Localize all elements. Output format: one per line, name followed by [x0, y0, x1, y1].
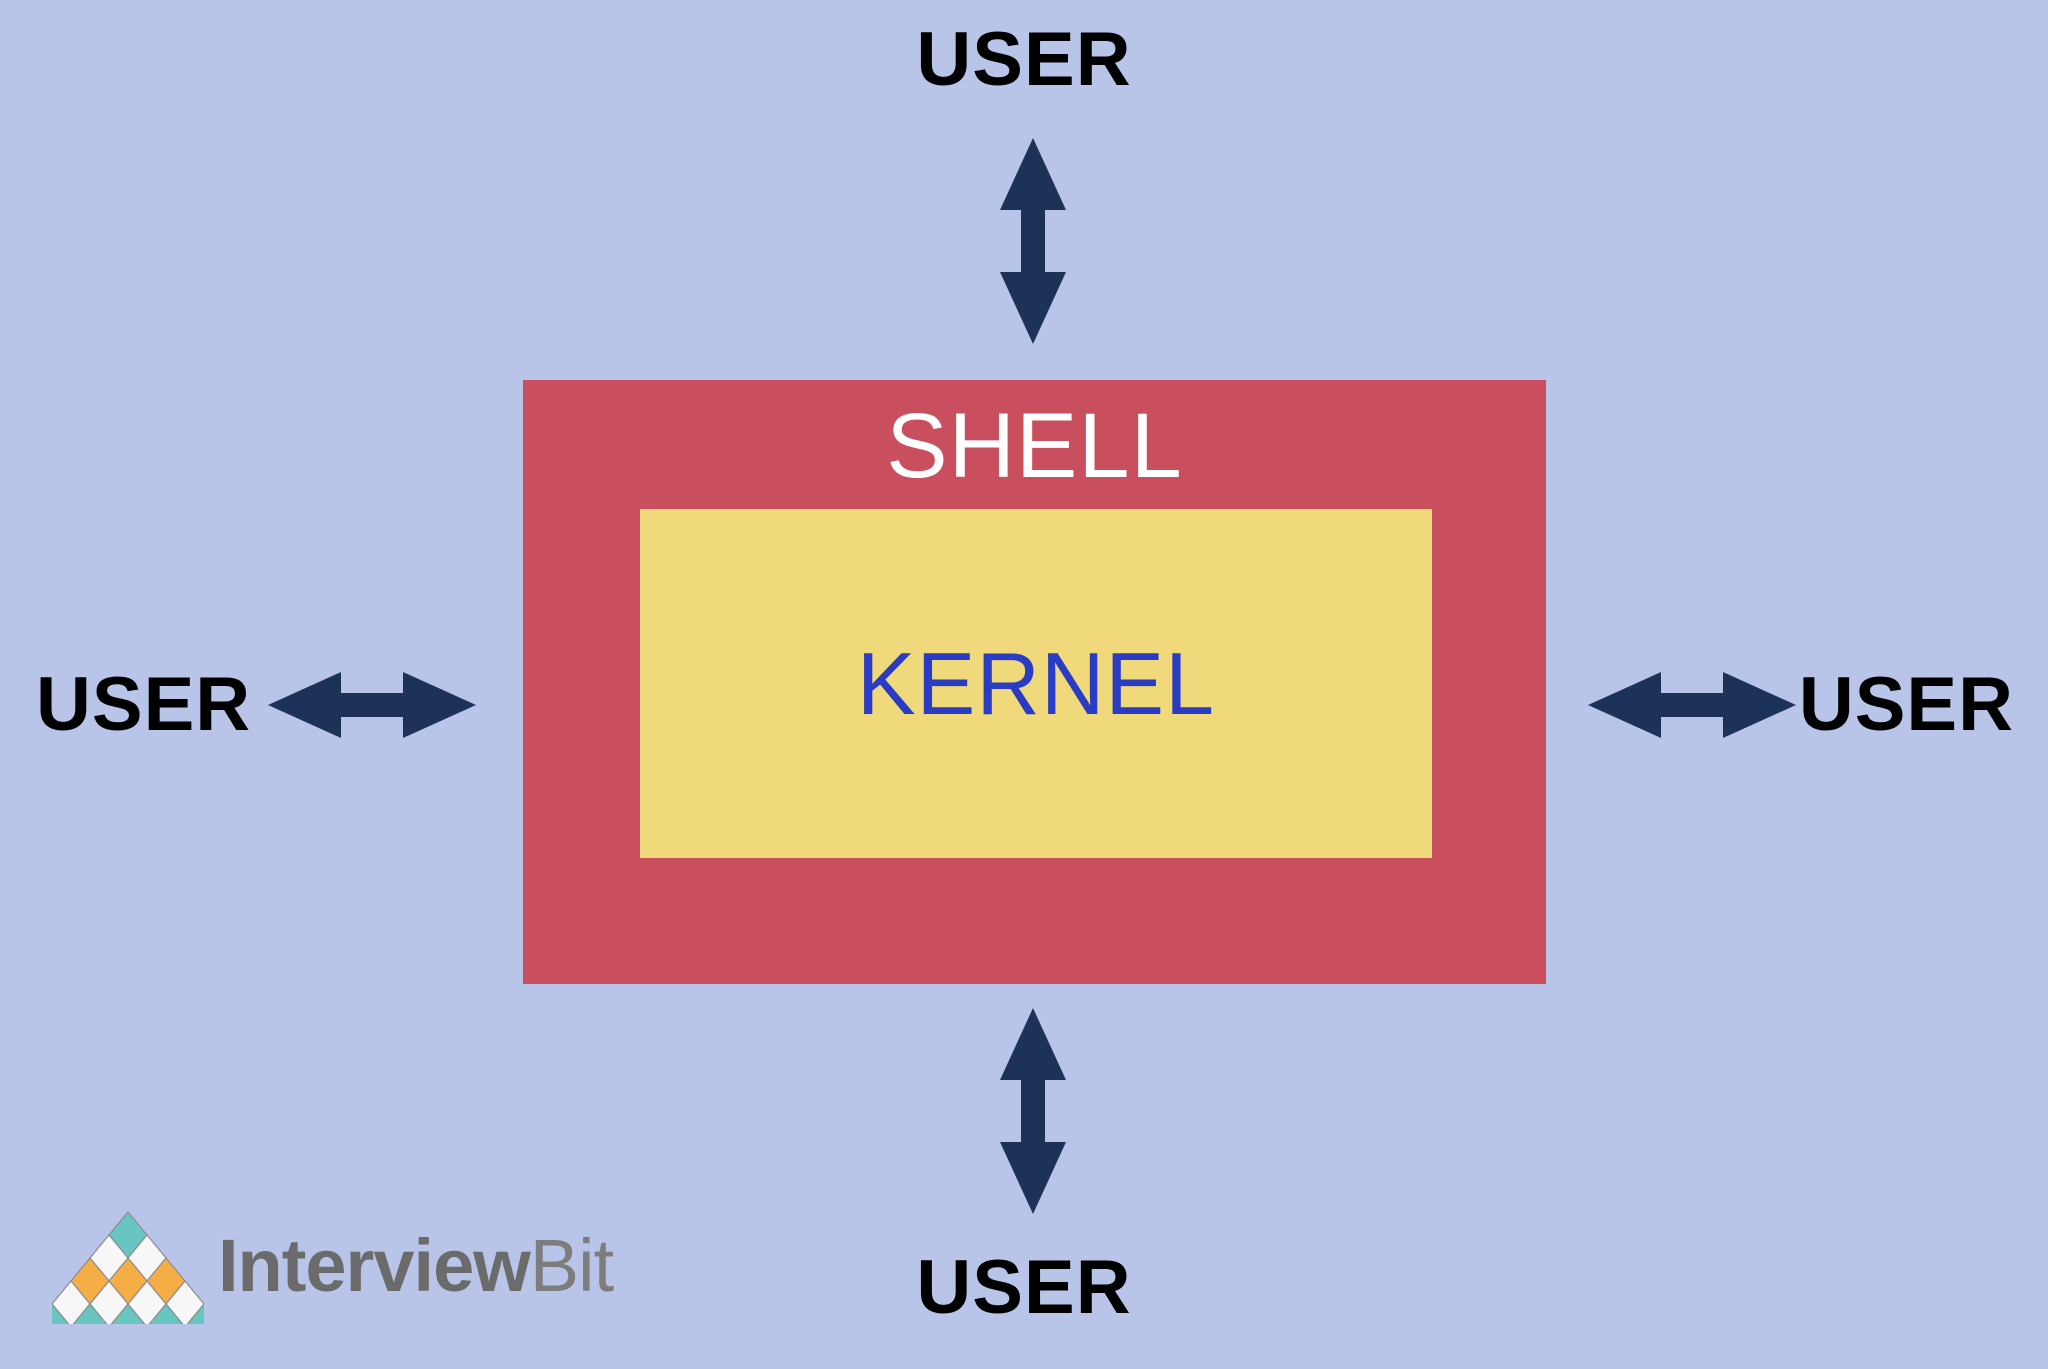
double-arrow-vertical-bottom-icon [1000, 1008, 1066, 1214]
double-arrow-horizontal-right-icon [1588, 672, 1796, 738]
user-label-right: USER [1798, 662, 2014, 747]
double-arrow-vertical-top-icon [1000, 138, 1066, 344]
user-label-top: USER [916, 17, 1132, 102]
logo-word-interview: Interview [218, 1224, 531, 1307]
interviewbit-logo: InterviewBit [52, 1208, 614, 1324]
logo-word-bit: Bit [529, 1224, 614, 1307]
shell-label: SHELL [886, 395, 1183, 497]
kernel-box: KERNEL [640, 509, 1432, 858]
kernel-label: KERNEL [856, 633, 1216, 733]
diamond-pyramid-logo-icon [52, 1208, 204, 1324]
double-arrow-horizontal-left-icon [268, 672, 476, 738]
user-label-bottom: USER [916, 1245, 1132, 1330]
logo-wordmark: InterviewBit [218, 1229, 614, 1303]
user-label-left: USER [36, 662, 252, 747]
shell-box: SHELL KERNEL [523, 380, 1546, 984]
